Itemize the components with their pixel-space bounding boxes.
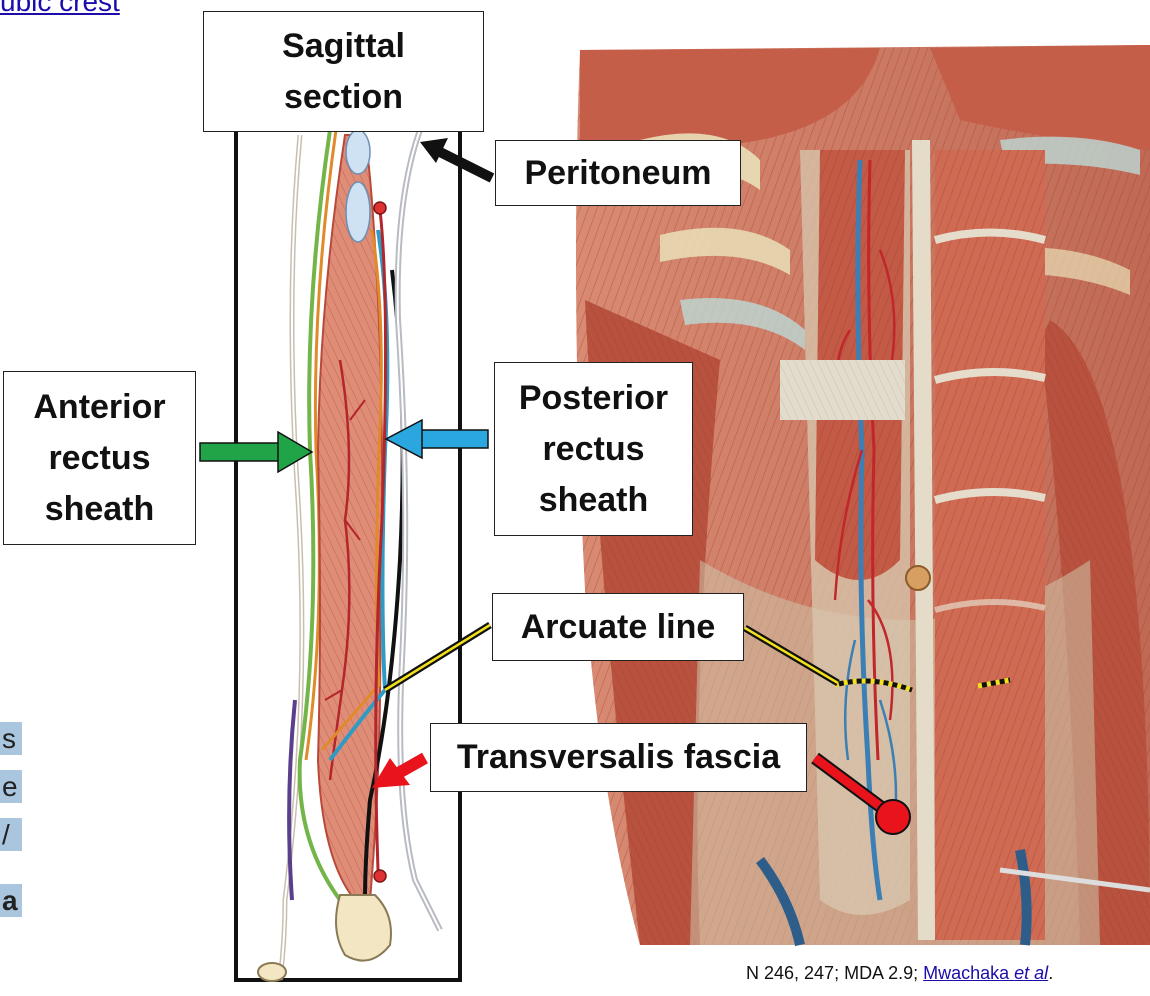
cutoff-text-fragment-4: a — [0, 884, 22, 917]
arcuate-line-pointer-right — [743, 624, 840, 687]
transversalis-arrow-left — [372, 752, 428, 788]
transversalis-fascia-label: Transversalis fascia — [430, 723, 807, 792]
arcuate-line-pointer-left — [383, 622, 492, 693]
posterior-sheath-arrow — [384, 418, 489, 460]
sagittal-section-label: Sagittal section — [203, 11, 484, 132]
peritoneum-label: Peritoneum — [495, 140, 741, 206]
cutoff-text-fragment-1: s — [0, 722, 22, 755]
annotation-arrows — [199, 138, 911, 835]
anterior-sheath-arrow — [199, 430, 314, 474]
pubic-crest-link[interactable]: ubic crest — [0, 0, 120, 17]
transversalis-pointer-right — [811, 752, 911, 835]
cutoff-text-fragment-3: / — [0, 818, 22, 851]
cutoff-text-fragment-2: e — [0, 770, 22, 803]
peritoneum-arrow — [420, 138, 495, 183]
arcuate-line-text: Arcuate line — [520, 607, 716, 646]
citation-suffix: . — [1048, 963, 1054, 983]
sagittal-section-diagram — [234, 98, 462, 982]
citation: N 246, 247; MDA 2.9; Mwachaka et al. — [746, 963, 1053, 984]
anterior-rectus-sheath-label: Anterior rectus sheath — [3, 371, 196, 545]
citation-link[interactable]: Mwachaka et al — [923, 963, 1048, 983]
sagittal-section-text: Sagittal section — [282, 26, 405, 116]
citation-link-italic: et al — [1014, 963, 1049, 983]
peritoneum-text: Peritoneum — [524, 153, 712, 192]
transversalis-fascia-text: Transversalis fascia — [456, 738, 781, 776]
anterior-rectus-sheath-text: Anterior rectus sheath — [33, 387, 166, 528]
posterior-rectus-sheath-text: Posterior rectus sheath — [518, 378, 669, 519]
arcuate-line-label: Arcuate line — [492, 593, 744, 661]
citation-link-main: Mwachaka — [923, 963, 1015, 983]
citation-prefix: N 246, 247; MDA 2.9; — [746, 963, 924, 983]
posterior-rectus-sheath-label: Posterior rectus sheath — [494, 362, 693, 536]
